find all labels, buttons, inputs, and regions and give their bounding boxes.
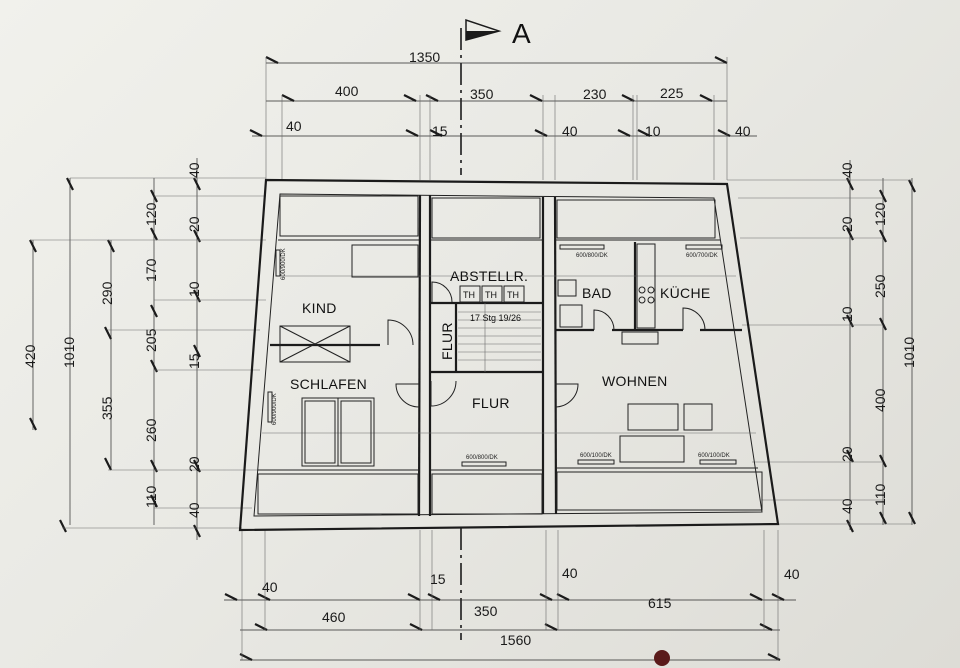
room-kind: KIND [302,300,337,316]
dim-top-350: 350 [470,86,494,102]
punch-hole [654,650,670,666]
doors [387,281,706,408]
dim-bottom-460: 460 [322,609,346,625]
th-label-2: TH [485,290,497,300]
dim-left-290: 290 [99,281,115,305]
room-bad: BAD [582,285,612,301]
room-flur: FLUR [472,395,510,411]
dim-top-40a: 40 [286,118,302,134]
dim-right-40b: 40 [839,498,855,514]
dim-top-overall: 1350 [409,49,440,65]
window-label-kind: 600/900/DK [281,248,287,280]
room-schlafen: SCHLAFEN [290,376,367,392]
dim-bottom-40a: 40 [262,579,278,595]
dim-left-205: 205 [143,328,159,352]
window-label-wohnen-a: 600/100/DK [580,453,612,459]
top-dimension-lines [249,56,757,180]
th-label-1: TH [463,290,475,300]
dim-left-15: 15 [186,353,202,369]
window-label-wohnen-b: 600/100/DK [698,453,730,459]
dim-right-120: 120 [872,202,888,226]
bottom-dimension-lines [224,530,796,661]
dim-top-40b: 40 [562,123,578,139]
room-flur-vertical: FLUR [439,322,455,360]
dim-right-overall: 1010 [901,337,917,368]
dim-right-10: 10 [839,306,855,322]
room-wohnen: WOHNEN [602,373,668,389]
dim-bottom-overall: 1560 [500,632,531,648]
dim-left-20b: 20 [186,456,202,472]
dim-bottom-15: 15 [430,571,446,587]
dim-left-120: 120 [143,202,159,226]
window-label-kueche: 600/700/DK [686,253,718,259]
right-dimension-lines [727,160,916,533]
furniture [279,243,713,467]
dim-left-420: 420 [22,344,38,368]
window-label-flur: 600/800/DK [466,455,498,461]
window-label-schlafen: 600/900/DK [272,393,278,425]
dim-top-225: 225 [660,85,684,101]
dim-left-20a: 20 [186,216,202,232]
dim-bottom-40c: 40 [784,566,800,582]
dim-bottom-350: 350 [474,603,498,619]
th-label-3: TH [507,290,519,300]
dim-top-230: 230 [583,86,607,102]
windows [267,244,737,467]
dim-bottom-40b: 40 [562,565,578,581]
room-abstellraum: ABSTELLR. [450,268,528,284]
dim-left-10: 10 [186,281,202,297]
dim-bottom-615: 615 [648,595,672,611]
section-label: A [512,18,531,49]
dim-left-355: 355 [99,396,115,420]
window-label-bad: 600/800/DK [576,253,608,259]
dim-left-260: 260 [143,418,159,442]
stair-label: 17 Stg 19/26 [470,313,521,323]
dim-left-overall: 1010 [61,337,77,368]
section-marker: A [460,18,531,640]
dim-top-10: 10 [645,123,661,139]
dim-left-170: 170 [143,258,159,282]
dim-top-400: 400 [335,83,359,99]
left-dimension-lines [29,158,266,540]
dim-right-110: 110 [872,483,888,506]
dim-right-40a: 40 [839,162,855,178]
dim-right-20b: 20 [839,446,855,462]
room-kueche: KÜCHE [660,284,711,301]
dim-right-250: 250 [872,274,888,298]
dim-top-40c: 40 [735,123,751,139]
building-walls [238,178,780,532]
dim-left-40a: 40 [186,162,202,178]
dim-left-110: 110 [143,485,159,508]
dim-left-40b: 40 [186,502,202,518]
dim-top-15: 15 [432,123,448,139]
dim-right-20a: 20 [839,216,855,232]
dim-right-400: 400 [872,388,888,412]
